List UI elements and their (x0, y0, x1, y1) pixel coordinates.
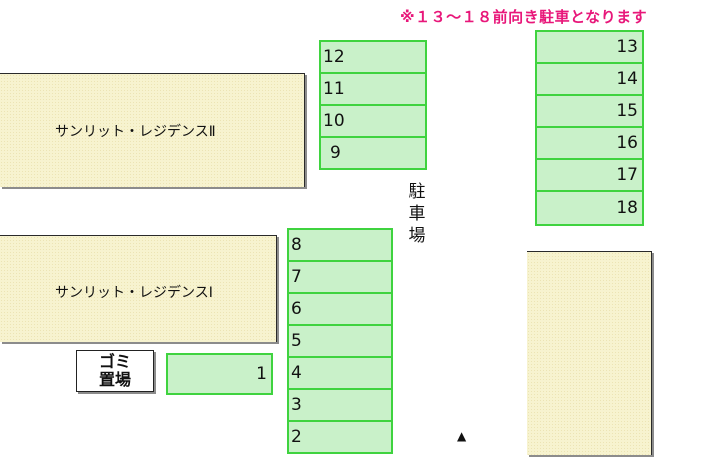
parking-stall-8: 8 (287, 228, 393, 262)
parking-stall-17: 17 (535, 158, 644, 192)
parking-stall-2: 2 (287, 420, 393, 454)
parking-stall-14: 14 (535, 62, 644, 96)
parking-lot-char-2: 車 (408, 204, 426, 224)
parking-stall-4: 4 (287, 356, 393, 390)
parking-stall-10: 10 (319, 104, 427, 138)
building-east (527, 251, 652, 455)
parking-stall-11: 11 (319, 72, 427, 106)
parking-note: ※１３〜１８前向き駐車となります (400, 8, 648, 26)
building-label-residence-2: サンリット・レジデンスⅡ (55, 124, 216, 140)
parking-stall-7: 7 (287, 260, 393, 294)
building-label-residence-1: サンリット・レジデンスⅠ (55, 285, 213, 301)
garbage-area: ゴミ 置場 (76, 350, 154, 392)
building-sunlit-residence-2 (0, 73, 305, 187)
garbage-label-line2: 置場 (98, 370, 131, 389)
building-sunlit-residence-1 (0, 235, 277, 342)
parking-stall-15: 15 (535, 94, 644, 128)
garbage-label-line1: ゴミ (98, 352, 131, 371)
parking-lot-char-1: 駐 (408, 182, 426, 202)
parking-stall-12: 12 (319, 40, 427, 74)
parking-lot-char-3: 場 (408, 226, 426, 246)
parking-stall-9: 9 (319, 136, 427, 170)
parking-stall-5: 5 (287, 324, 393, 358)
triangle-marker-icon: ▲ (457, 429, 467, 443)
parking-stall-13: 13 (535, 30, 644, 64)
parking-stall-6: 6 (287, 292, 393, 326)
parking-stall-3: 3 (287, 388, 393, 422)
parking-stall-18: 18 (535, 190, 644, 226)
parking-stall-16: 16 (535, 126, 644, 160)
parking-lot-label: 駐 車 場 (406, 181, 428, 247)
parking-stall-1: 1 (166, 353, 273, 395)
